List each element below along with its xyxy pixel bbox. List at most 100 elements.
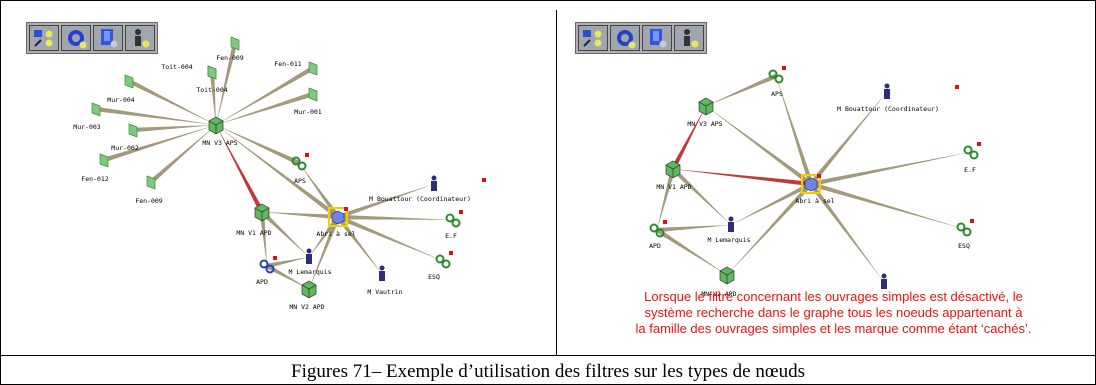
caption-divider xyxy=(0,355,1096,356)
left-graph-canvas: Toit-004Fen-009Toit-004Fen-011Mur-004Mur… xyxy=(73,36,486,311)
person-node-icon[interactable] xyxy=(379,265,385,282)
simple-work-node-icon[interactable] xyxy=(128,123,138,138)
graph-edge xyxy=(209,71,216,125)
panel-divider xyxy=(556,10,557,355)
node-label: Mur-003 xyxy=(73,123,100,131)
person-icon[interactable] xyxy=(674,25,704,51)
phase-node-icon[interactable] xyxy=(445,210,464,228)
version-node-icon[interactable] xyxy=(698,97,714,116)
graph-edge xyxy=(337,184,434,220)
note-line: la famille des ouvrages simples et les m… xyxy=(635,321,1032,336)
node-label: APS xyxy=(294,177,306,185)
graph-edge xyxy=(727,182,813,275)
project-node-icon[interactable] xyxy=(328,207,348,227)
graph-edge xyxy=(309,216,341,289)
node-label: Fen-009 xyxy=(135,197,162,205)
layout-icon[interactable] xyxy=(578,25,608,51)
phase-node-icon[interactable] xyxy=(956,219,975,237)
project-node-icon[interactable] xyxy=(801,174,821,194)
figure-caption: Figures 71– Exemple d’utilisation des fi… xyxy=(291,361,805,382)
node-label: MN V3 APS xyxy=(687,120,722,128)
alert-badge-icon xyxy=(977,142,981,146)
phase-node-icon[interactable] xyxy=(291,153,310,171)
node-label: ESQ xyxy=(428,273,440,281)
person-node-icon[interactable] xyxy=(306,248,312,265)
node-label: M Bouattour (Coordinateur) xyxy=(369,195,471,203)
note-line: Lorsque le filtre concernant les ouvrage… xyxy=(644,289,1023,304)
alert-badge-icon xyxy=(482,178,486,182)
node-label: MN V2 APD xyxy=(289,303,324,311)
filter-explanation-note: Lorsque le filtre concernant les ouvrage… xyxy=(581,289,1086,337)
node-label: E.F xyxy=(964,166,976,174)
graph-edge xyxy=(149,125,216,184)
simple-work-node-icon[interactable] xyxy=(308,61,318,76)
document-icon[interactable] xyxy=(642,25,672,51)
graph-edge xyxy=(216,125,300,166)
graph-edge xyxy=(657,168,676,230)
version-node-icon[interactable] xyxy=(208,116,224,135)
gear-icon[interactable] xyxy=(610,25,640,51)
person-node-icon[interactable] xyxy=(728,216,734,233)
person-node-icon[interactable] xyxy=(884,83,890,100)
note-line: système recherche dans le graphe tous le… xyxy=(644,305,1023,320)
node-label: APD xyxy=(256,278,268,286)
node-label: M Bouattour (Coordinateur) xyxy=(837,105,939,113)
graph-edge xyxy=(655,228,727,275)
simple-work-node-icon[interactable] xyxy=(308,87,318,102)
node-label: M Vautrin xyxy=(367,288,402,296)
alert-badge-icon xyxy=(817,174,821,178)
phase-node-icon[interactable] xyxy=(649,220,668,238)
graph-edge xyxy=(216,125,340,219)
node-label: M Lemarquis xyxy=(288,268,331,276)
graph-edge xyxy=(132,125,216,133)
simple-work-node-icon[interactable] xyxy=(146,175,156,190)
person-node-icon[interactable] xyxy=(881,273,887,290)
alert-badge-icon xyxy=(663,220,667,224)
node-label: M Lemarquis xyxy=(707,236,750,244)
node-label: Abri à sel xyxy=(316,230,355,238)
node-label: MN V3 APS xyxy=(202,139,237,147)
graph-edge xyxy=(127,78,216,125)
phase-node-icon[interactable] xyxy=(963,142,982,160)
graph-edge xyxy=(262,212,339,220)
document-icon[interactable] xyxy=(93,25,123,51)
phase-node-icon[interactable] xyxy=(435,251,454,269)
person-icon[interactable] xyxy=(125,25,155,51)
node-label: Mur-002 xyxy=(111,144,138,152)
graph-edge xyxy=(216,125,265,214)
layout-icon[interactable] xyxy=(29,25,59,51)
graph-edge xyxy=(216,91,314,125)
version-node-icon[interactable] xyxy=(301,280,317,299)
alert-badge-icon xyxy=(449,251,453,255)
graph-edge xyxy=(266,257,309,269)
phase-node-icon[interactable] xyxy=(768,66,787,84)
version-node-icon[interactable] xyxy=(254,203,270,222)
apd-phase-node-icon[interactable] xyxy=(259,256,278,274)
person-node-icon[interactable] xyxy=(431,175,437,192)
simple-work-node-icon[interactable] xyxy=(230,36,240,51)
node-label: ESQ xyxy=(958,242,970,250)
simple-work-node-icon[interactable] xyxy=(207,65,217,80)
node-label: Mur-001 xyxy=(294,108,321,116)
simple-work-node-icon[interactable] xyxy=(99,153,109,168)
version-node-icon[interactable] xyxy=(719,266,735,285)
simple-work-node-icon[interactable] xyxy=(124,74,134,89)
version-node-icon[interactable] xyxy=(665,160,681,179)
graph-edge xyxy=(260,210,309,257)
gear-icon[interactable] xyxy=(61,25,91,51)
graph-edge xyxy=(299,163,340,219)
alert-badge-icon xyxy=(305,153,309,157)
simple-work-node-icon[interactable] xyxy=(91,102,101,117)
node-label: Toit-004 xyxy=(196,86,227,94)
right-toolbar xyxy=(575,22,707,54)
graph-edge xyxy=(706,73,777,106)
graph-edge xyxy=(671,167,731,225)
graph-edge xyxy=(103,125,216,163)
node-label: Mur-004 xyxy=(107,96,134,104)
graph-edge xyxy=(265,263,309,289)
graph-edge xyxy=(810,152,971,187)
node-label: APD xyxy=(649,242,661,250)
